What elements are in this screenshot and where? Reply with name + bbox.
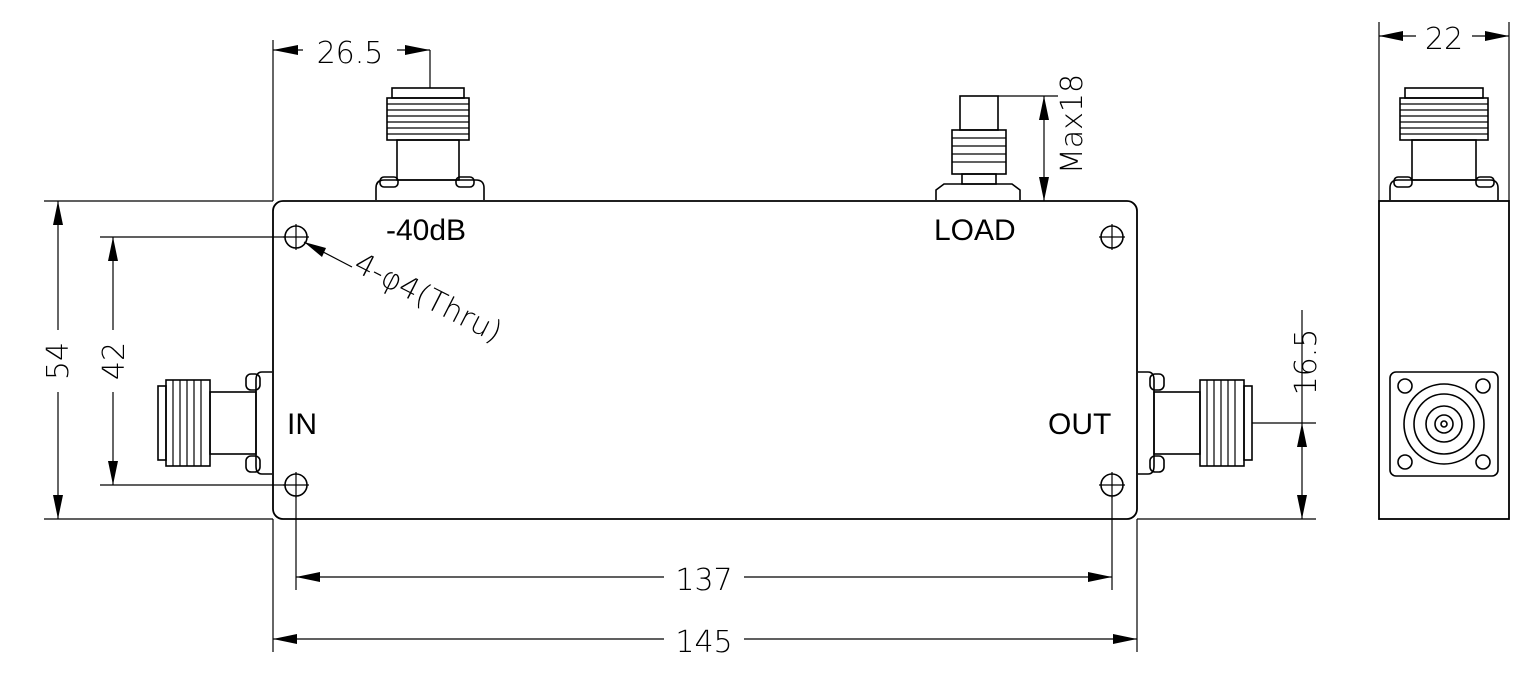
dimension-label: 54 [41,342,76,380]
dimension-side-width: 22 [1378,20,1510,201]
dimension-label: 42 [97,342,132,380]
output-connector [1138,371,1253,475]
coupled-port-connector [375,87,485,200]
dimension-label: Max18 [1055,74,1090,174]
dimension-label: 137 [675,563,732,598]
dimension-label: 16.5 [1289,329,1324,396]
dimension-load-height: Max18 [998,74,1090,201]
dimension-hole-spacing-v: 42 [97,236,285,486]
mounting-hole-bottom-right [1099,472,1125,498]
input-port-label: IN [287,408,317,441]
coupled-port-label: -40dB [386,214,466,247]
dimension-total-height: 54 [40,200,273,520]
coupler-body [272,200,1138,520]
dimension-hole-spacing-h: 137 [295,497,1113,598]
mounting-hole-top-right [1099,224,1125,250]
side-view-front-connector [1389,371,1499,477]
mounting-holes [283,224,1125,498]
output-port-label: OUT [1048,408,1111,441]
dimension-label: 26.5 [317,36,384,71]
load-connector [935,95,1021,200]
dimension-coupled-offset: 26.5 [272,34,431,201]
side-view-top-connector [1389,87,1499,200]
side-view [1378,87,1510,520]
dimension-label: 145 [675,625,732,660]
input-connector [157,371,272,475]
dimension-port-offset: 16.5 [1137,310,1324,520]
dimension-label: 22 [1425,22,1463,57]
load-port-label: LOAD [934,214,1016,247]
dimension-total-length: 145 [272,519,1138,660]
